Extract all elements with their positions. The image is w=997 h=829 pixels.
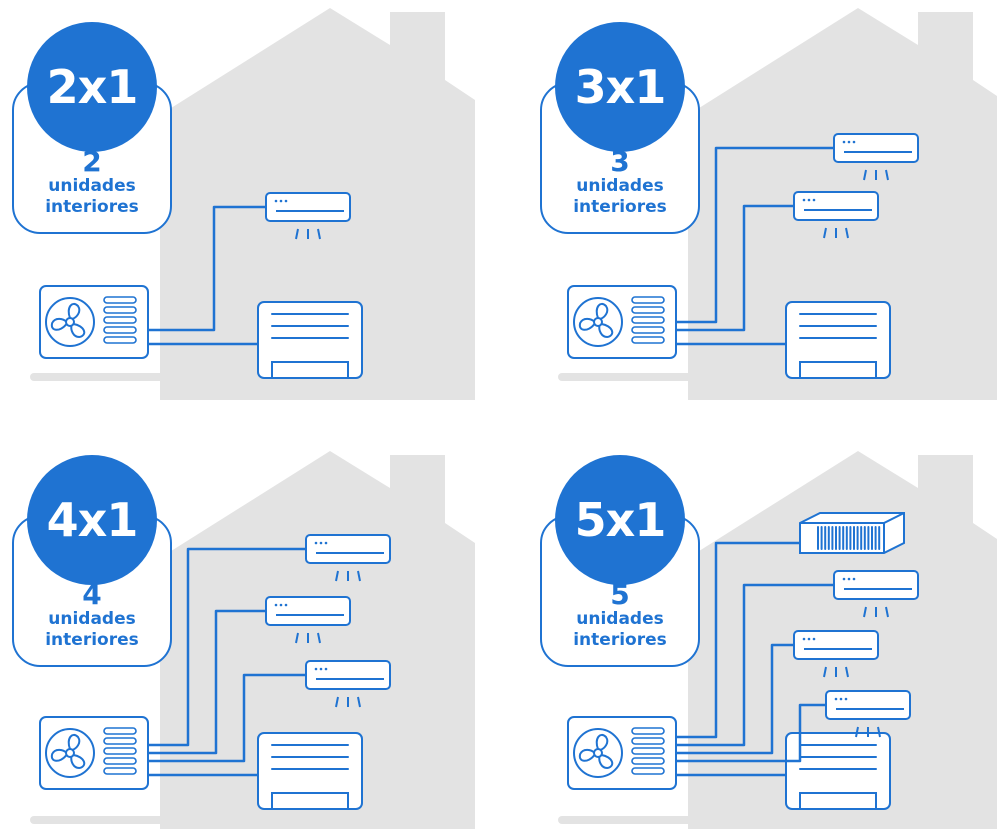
- floor-console-unit-icon: [257, 732, 363, 810]
- refrigerant-pipe: [148, 205, 266, 332]
- refrigerant-pipe: [148, 673, 306, 763]
- panel-graphic: [30, 8, 475, 400]
- unit-count: 3: [610, 145, 630, 178]
- wall-split-unit-icon: [265, 596, 351, 644]
- label-line1: unidades: [576, 176, 664, 196]
- ground-line: [30, 373, 170, 381]
- floor-console-unit-icon: [785, 301, 891, 379]
- fan-icon: [45, 728, 95, 778]
- floor-console-unit-icon: [785, 732, 891, 810]
- unit-count: 5: [610, 578, 630, 611]
- unit-count: 4: [82, 578, 102, 611]
- wall-split-unit-icon: [833, 133, 919, 181]
- badge-circle: 5x1: [555, 455, 685, 585]
- ground-line: [30, 816, 170, 824]
- refrigerant-pipe: [676, 146, 834, 324]
- badge-circle: 2x1: [27, 22, 157, 152]
- label-line2: interiores: [45, 630, 139, 650]
- outdoor-unit-icon: [39, 285, 149, 359]
- refrigerant-pipe: [148, 547, 306, 747]
- wall-split-unit-icon: [833, 570, 919, 618]
- panel-graphic: [30, 451, 475, 829]
- panel-graphic: [558, 8, 997, 400]
- label-line2: interiores: [45, 197, 139, 217]
- outdoor-unit-icon: [567, 716, 677, 790]
- refrigerant-pipe: [676, 643, 794, 755]
- badge-circle: 4x1: [27, 455, 157, 585]
- panel-4x1: 4 unidades interiores 4x1: [0, 415, 480, 829]
- ground-line: [558, 373, 698, 381]
- floor-console-unit-icon: [257, 301, 363, 379]
- badge-label: 2x1: [46, 60, 139, 114]
- badge-label: 4x1: [46, 493, 139, 547]
- house-icon: [30, 451, 475, 829]
- panel-5x1: 5 unidades interiores 5x1: [528, 415, 997, 829]
- refrigerant-pipe: [676, 703, 826, 763]
- fan-icon: [573, 728, 623, 778]
- fan-icon: [45, 297, 95, 347]
- label-line2: interiores: [573, 630, 667, 650]
- unit-count: 2: [82, 145, 102, 178]
- panel-2x1: 2 unidades interiores 2x1: [0, 0, 480, 410]
- refrigerant-pipe: [148, 609, 266, 755]
- outdoor-unit-icon: [39, 716, 149, 790]
- ducted-unit-icon: [799, 512, 905, 554]
- label-line1: unidades: [48, 609, 136, 629]
- wall-split-unit-icon: [793, 191, 879, 239]
- label-line1: unidades: [576, 609, 664, 629]
- refrigerant-pipe: [676, 541, 800, 739]
- badge-label: 5x1: [574, 493, 667, 547]
- refrigerant-pipe: [676, 204, 794, 332]
- ground-line: [558, 816, 698, 824]
- panel-graphic: [558, 451, 997, 829]
- outdoor-unit-icon: [567, 285, 677, 359]
- label-line2: interiores: [573, 197, 667, 217]
- wall-split-unit-icon: [305, 534, 391, 582]
- badge-label: 3x1: [574, 60, 667, 114]
- fan-icon: [573, 297, 623, 347]
- refrigerant-pipe: [676, 583, 834, 747]
- label-line1: unidades: [48, 176, 136, 196]
- panel-3x1: 3 unidades interiores 3x1: [528, 0, 997, 410]
- badge-circle: 3x1: [555, 22, 685, 152]
- wall-split-unit-icon: [793, 630, 879, 678]
